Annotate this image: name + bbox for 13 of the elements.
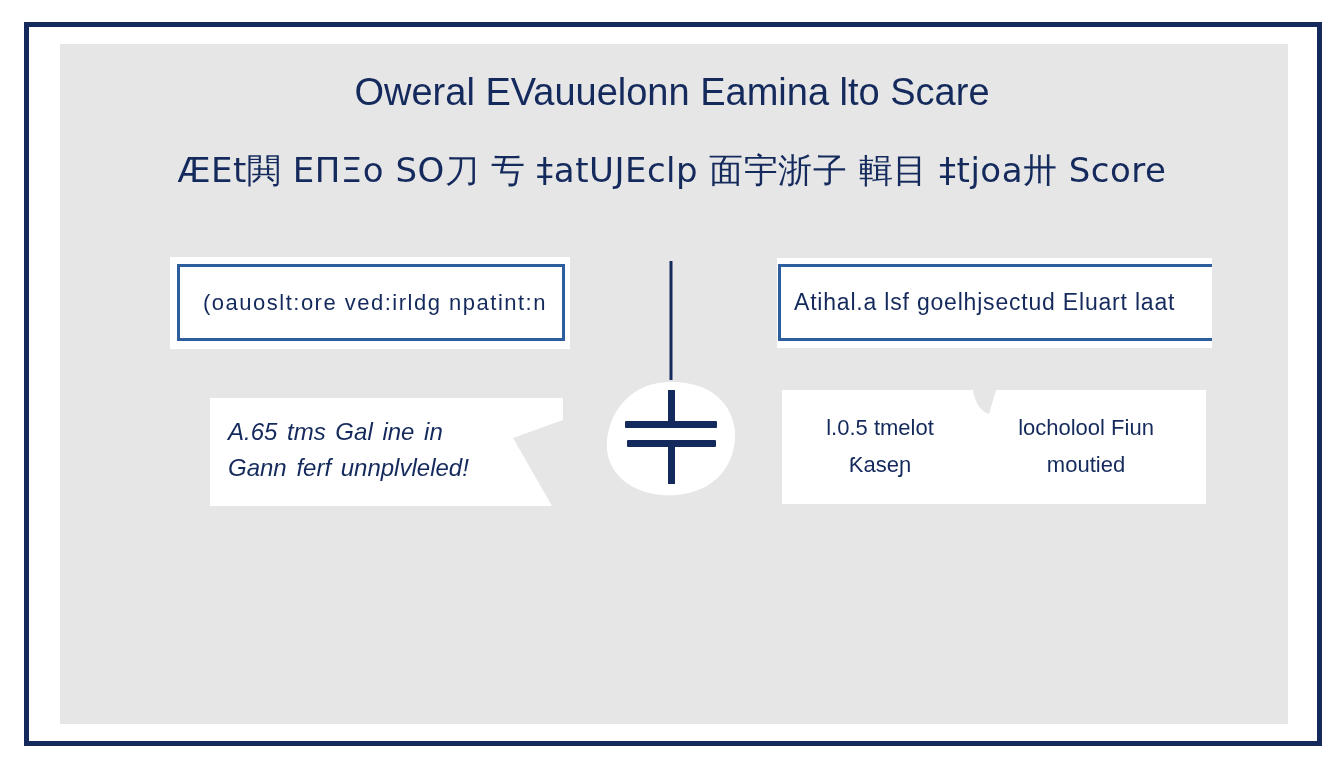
box-text: (oauoslt:ore ved:irldg npatint:n <box>203 289 547 317</box>
title: Oweral EVauuelonn Eamina lto Scare <box>354 70 990 115</box>
outlined-text-box <box>170 257 570 349</box>
outlined-text-box <box>777 258 1212 348</box>
text-panel <box>782 390 1206 504</box>
circle-node <box>605 380 737 497</box>
panel-text: locholool Fiun moutied <box>1017 414 1155 479</box>
panel-text: l.0.5 tmelot Ƙaseɲ <box>825 414 935 479</box>
banner-text: A.65 tms Gal ine in Gann ferf unnplvleled! <box>228 417 470 483</box>
banner-shape <box>210 398 563 506</box>
connector-line <box>669 261 673 380</box>
box-text: Atihal.a lsf goelhjsectud Eluart laat <box>794 289 1176 317</box>
subtitle: ÆEt閧 ΕΠΞo SO刀 亐 ‡atUJEclp 面宇浙子 輯目 ‡tjoa卅 Score <box>177 149 1167 192</box>
